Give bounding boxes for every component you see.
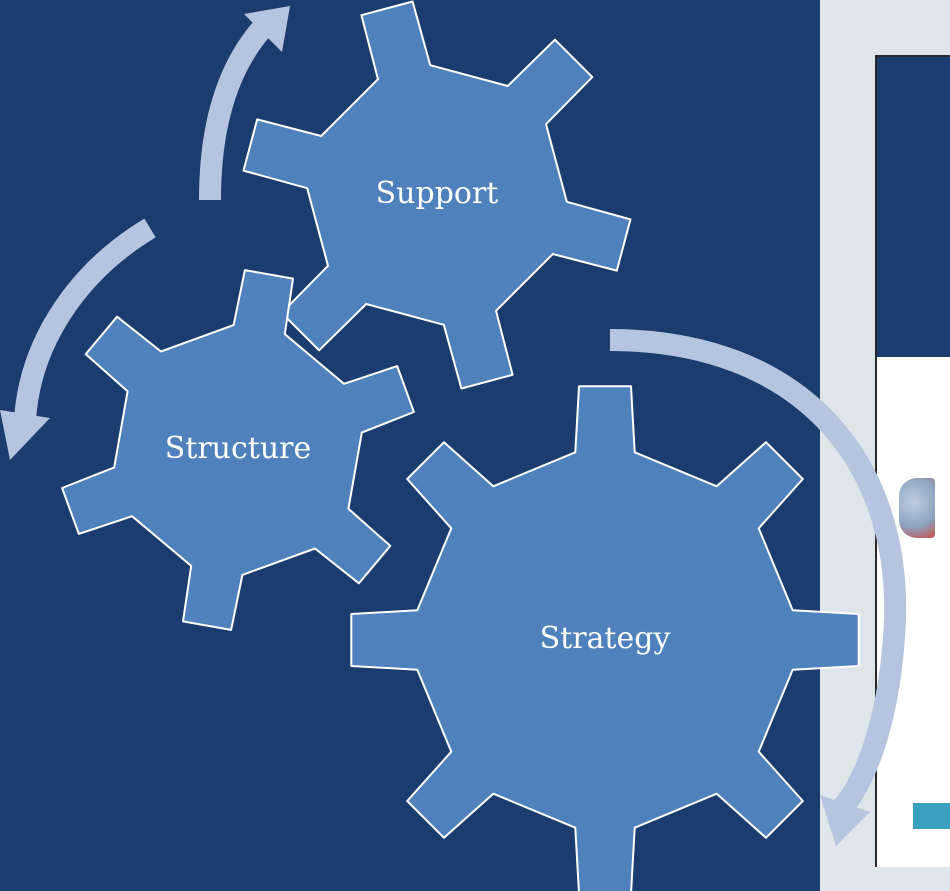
document-cta-button bbox=[913, 803, 950, 829]
arrow-right-head bbox=[820, 795, 870, 846]
gear-label-strategy: Strategy bbox=[540, 621, 671, 656]
gear-support bbox=[242, 0, 632, 390]
arrow-left bbox=[0, 218, 156, 460]
gear-strategy bbox=[350, 385, 860, 891]
gears-group bbox=[61, 0, 860, 891]
arrow-right-shaft bbox=[609, 329, 907, 818]
cycle-arrows bbox=[0, 6, 907, 846]
arrow-left-shaft bbox=[14, 218, 156, 421]
arrow-left-head bbox=[0, 410, 50, 460]
document-header-band bbox=[877, 57, 950, 357]
arrow-top bbox=[199, 6, 290, 201]
background-document bbox=[820, 0, 950, 891]
gear-label-structure: Structure bbox=[165, 431, 312, 466]
document-illustration bbox=[899, 478, 935, 538]
gear-label-support: Support bbox=[376, 176, 499, 211]
arrow-right bbox=[609, 329, 907, 846]
arrow-top-head bbox=[244, 6, 290, 52]
gear-structure bbox=[61, 269, 415, 631]
arrow-top-shaft bbox=[199, 12, 278, 201]
